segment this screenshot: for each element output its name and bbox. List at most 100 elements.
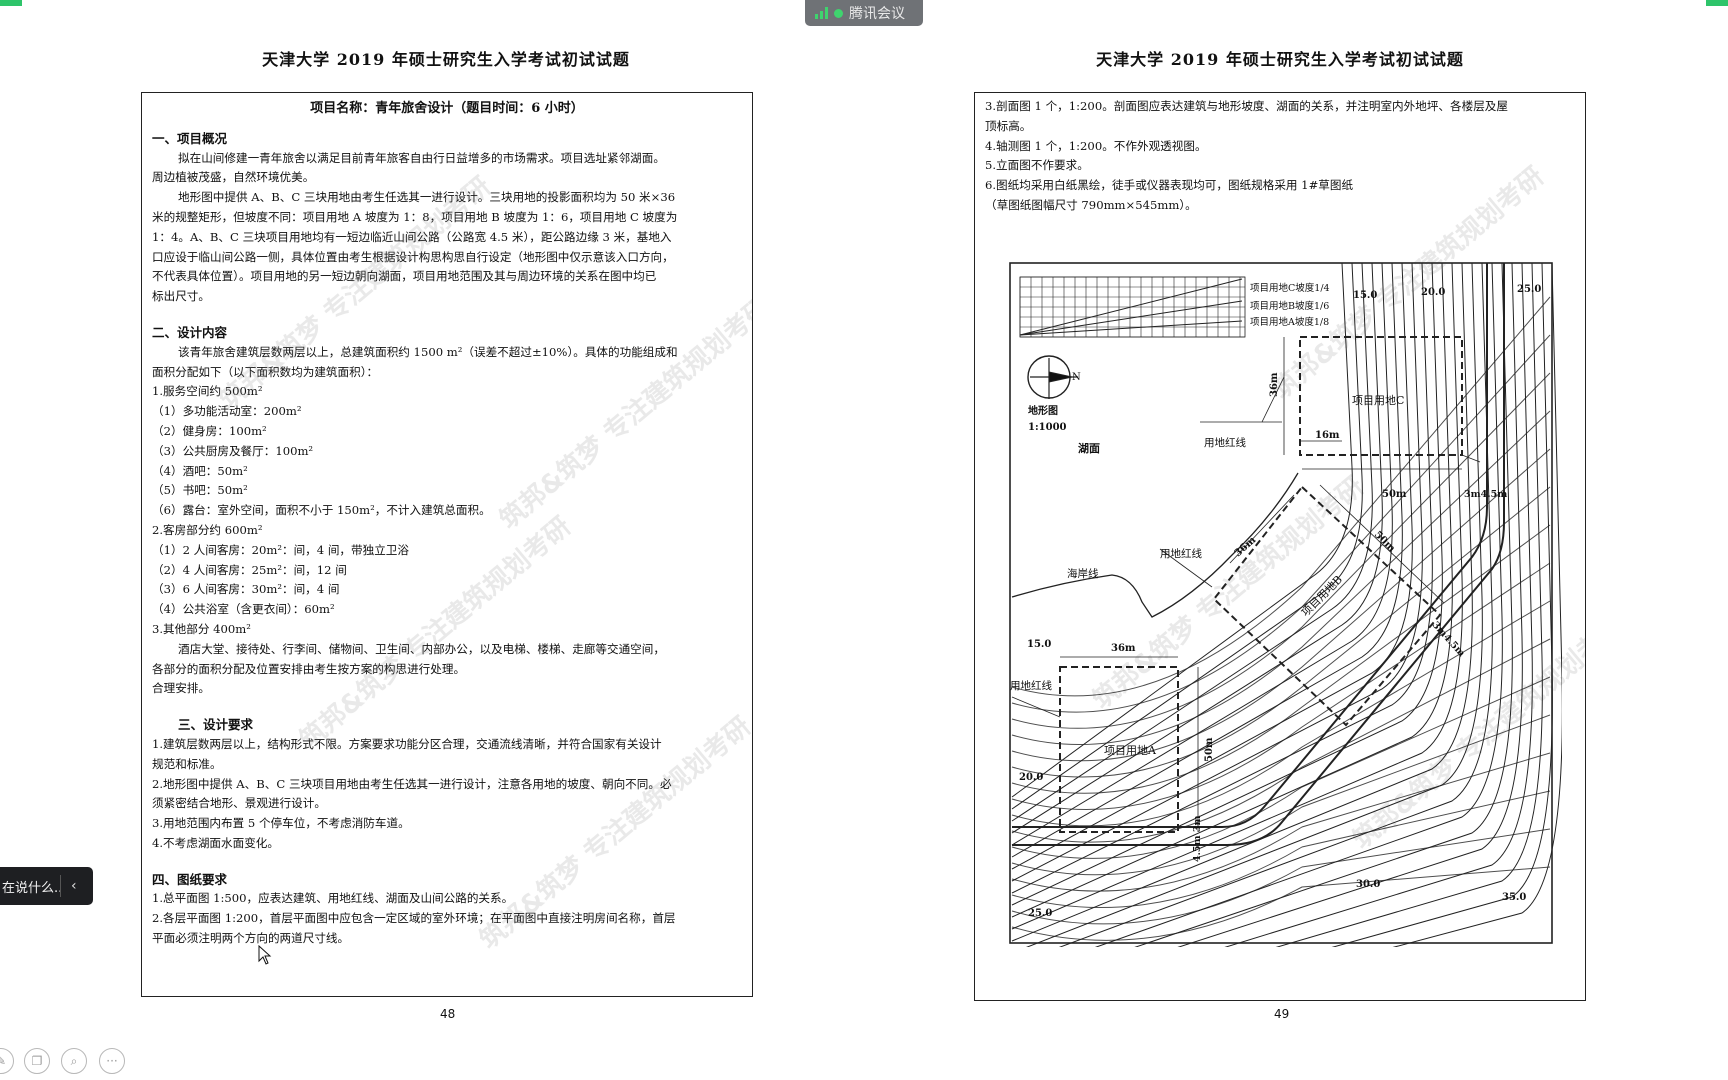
text-line: 3.用地范围内布置 5 个停车位，不考虑消防车道。 — [152, 816, 410, 831]
text-line — [152, 854, 742, 862]
pen-tool-icon[interactable]: ✎ — [0, 1048, 14, 1074]
dim-36m-a: 36m — [1111, 643, 1136, 654]
text-line: 2.各层平面图 1:200，首层平面图中应包含一定区域的室外环境；在平面图中直接… — [152, 911, 676, 926]
left-page: 项目名称：青年旅舍设计（题目时间：6 小时） 一、项目概况拟在山间修建一青年旅舍… — [141, 92, 753, 997]
north-label: N — [1072, 372, 1081, 383]
contour-line — [1011, 262, 1443, 906]
text-line: （3）6 人间客房：30m²：间，4 间 — [152, 582, 340, 597]
contour-line — [1011, 524, 1551, 794]
section-heading: 四、图纸要求 — [152, 871, 228, 887]
text-line: 地形图中提供 A、B、C 三块用地由考生任选其一进行设计。三块用地的投影面积均为… — [178, 190, 676, 205]
text-line: 4.轴测图 1 个，1:200。不作外观透视图。 — [985, 138, 1207, 153]
contour-line — [1011, 262, 1423, 882]
contour-line — [1011, 790, 1551, 908]
window-corner-marker-left — [0, 0, 22, 6]
contour-line — [1025, 262, 1483, 947]
meeting-tab-label: 腾讯会议 — [849, 6, 905, 22]
dim-3m45m-c: 3m4.5m — [1464, 489, 1507, 500]
more-tool-icon[interactable]: ··· — [99, 1048, 125, 1074]
right-page-number: 49 — [1274, 1007, 1290, 1021]
contour-line — [1011, 676, 1551, 859]
caption-pill-text: 在说什么... — [2, 880, 60, 896]
contour-line — [1011, 296, 1551, 697]
zoom-tool-icon[interactable]: ⌕ — [61, 1048, 87, 1074]
contour-line — [1011, 866, 1551, 941]
text-line: 6.图纸均采用白纸黑绘，徒手或仪器表现均可，图纸规格采用 1#草图纸 — [985, 178, 1354, 193]
contour-line — [1331, 262, 1553, 947]
contour-line — [1011, 714, 1551, 876]
text-line: （1）2 人间客房：20m²：间，4 间，带独立卫浴 — [152, 542, 409, 557]
chevron-left-icon[interactable]: ‹ — [71, 878, 77, 894]
contour-15-lake: 15.0 — [1027, 639, 1051, 650]
text-line: 4.不考虑湖面水面变化。 — [152, 835, 279, 850]
dim-50m-c: 50m — [1382, 489, 1407, 500]
site-c-boundary — [1299, 336, 1463, 456]
text-line: 2.客房部分约 600m² — [152, 522, 263, 537]
dim-36m-c: 36m — [1269, 372, 1280, 397]
section-heading: 三、设计要求 — [178, 717, 254, 733]
text-line: 1.建筑层数两层以上，结构形式不限。方案要求功能分区合理，交通流线清晰，并符合国… — [152, 736, 662, 751]
contour-line — [1224, 262, 1533, 947]
text-line: 顶标高。 — [985, 118, 1032, 133]
legend-slope-a: 项目用地A坡度1/8 — [1250, 316, 1329, 328]
dim-36m-b: 36m — [1233, 534, 1259, 559]
lake-label: 湖面 — [1078, 441, 1100, 455]
recording-dot-icon — [834, 8, 843, 18]
left-page-header: 天津大学 2019 年硕士研究生入学考试初试试题 — [262, 50, 630, 69]
dim-16m: 16m — [1315, 430, 1340, 441]
contour-line — [1011, 262, 1413, 870]
project-title: 项目名称：青年旅舍设计（题目时间：6 小时） — [310, 101, 584, 116]
site-a-label: 项目用地A — [1104, 744, 1157, 757]
text-line: （5）书吧：50m² — [152, 483, 248, 498]
mountain-road — [1012, 263, 1488, 828]
text-line: （1）多功能活动室：200m² — [152, 404, 302, 419]
caption-pill[interactable]: 在说什么... ‹ — [0, 867, 93, 905]
contour-line — [1011, 828, 1551, 925]
text-line: （4）酒吧：50m² — [152, 463, 248, 478]
text-line: 拟在山间修建一青年旅舍以满足目前青年旅客自由行日益增多的市场需求。项目选址紧邻湖… — [178, 150, 665, 165]
contour-35: 35.0 — [1502, 892, 1526, 903]
tencent-meeting-tab[interactable]: 腾讯会议 — [805, 0, 923, 26]
legend-slope-c: 项目用地C坡度1/4 — [1250, 282, 1330, 294]
text-line: 1.服务空间约 500m² — [152, 384, 263, 399]
contour-line — [1011, 262, 1363, 810]
text-line: （4）公共浴室（含更衣间）：60m² — [152, 602, 335, 617]
contour-line — [1011, 410, 1551, 745]
contour-line — [1275, 262, 1543, 947]
left-page-text: 项目名称：青年旅舍设计（题目时间：6 小时） 一、项目概况拟在山间修建一青年旅舍… — [152, 99, 742, 949]
section-heading: 二、设计内容 — [152, 324, 228, 340]
text-line: 3.其他部分 400m² — [152, 621, 251, 636]
text-line: （6）露台：室外空间，面积不小于 150m²，不计入建筑总面积。 — [152, 503, 491, 518]
contour-20-top: 20.0 — [1421, 287, 1445, 298]
right-page-header: 天津大学 2019 年硕士研究生入学考试初试试题 — [1096, 50, 1464, 69]
shoreline — [1011, 472, 1299, 618]
text-line: （2）4 人间客房：25m²：间，12 间 — [152, 562, 347, 577]
text-line: 规范和标准。 — [152, 756, 222, 771]
contour-line — [1011, 752, 1551, 892]
window-corner-marker-right — [1706, 0, 1728, 6]
contour-15-top: 15.0 — [1353, 290, 1377, 301]
right-page: 3.剖面图 1 个，1:200。剖面图应表达建筑与地形坡度、湖面的关系，并注明室… — [974, 92, 1586, 1001]
map-frame — [1009, 262, 1553, 944]
contour-line — [1058, 262, 1493, 947]
contour-line — [1011, 334, 1551, 713]
text-line: 须紧密结合地形、景观进行设计。 — [152, 796, 326, 811]
copy-tool-icon[interactable]: ❐ — [24, 1048, 50, 1074]
text-line: 平面必须注明两个方向的两道尺寸线。 — [152, 931, 350, 946]
redline-label-c: 用地红线 — [1204, 436, 1246, 449]
contour-30: 30.0 — [1356, 879, 1380, 890]
text-line: 不代表具体位置）。项目用地的另一短边朝向湖面，项目用地范围及其与周边环境的关系在… — [152, 269, 657, 284]
text-line: （2）健身房：100m² — [152, 423, 267, 438]
text-line — [152, 699, 742, 707]
redline-label-a: 用地红线 — [1010, 679, 1052, 692]
contour-line — [1011, 262, 1393, 846]
site-topographic-map: 项目用地C坡度1/4 项目用地B坡度1/6 项目用地A坡度1/8 N 地形图 1… — [1009, 262, 1562, 947]
left-page-lines: 一、项目概况拟在山间修建一青年旅舍以满足目前青年旅客自由行日益增多的市场需求。项… — [152, 129, 742, 949]
right-page-text: 3.剖面图 1 个，1:200。剖面图应表达建筑与地形坡度、湖面的关系，并注明室… — [985, 97, 1580, 216]
site-b-boundary — [1212, 485, 1442, 727]
text-line: 米的规整矩形，但坡度不同：项目用地 A 坡度为 1：8，项目用地 B 坡度为 1… — [152, 209, 678, 224]
contour-line — [1011, 262, 1453, 918]
text-line: 3.剖面图 1 个，1:200。剖面图应表达建筑与地形坡度、湖面的关系，并注明室… — [985, 99, 1508, 113]
text-line: 5.立面图不作要求。 — [985, 158, 1089, 173]
map-scale: 1:1000 — [1028, 422, 1067, 433]
